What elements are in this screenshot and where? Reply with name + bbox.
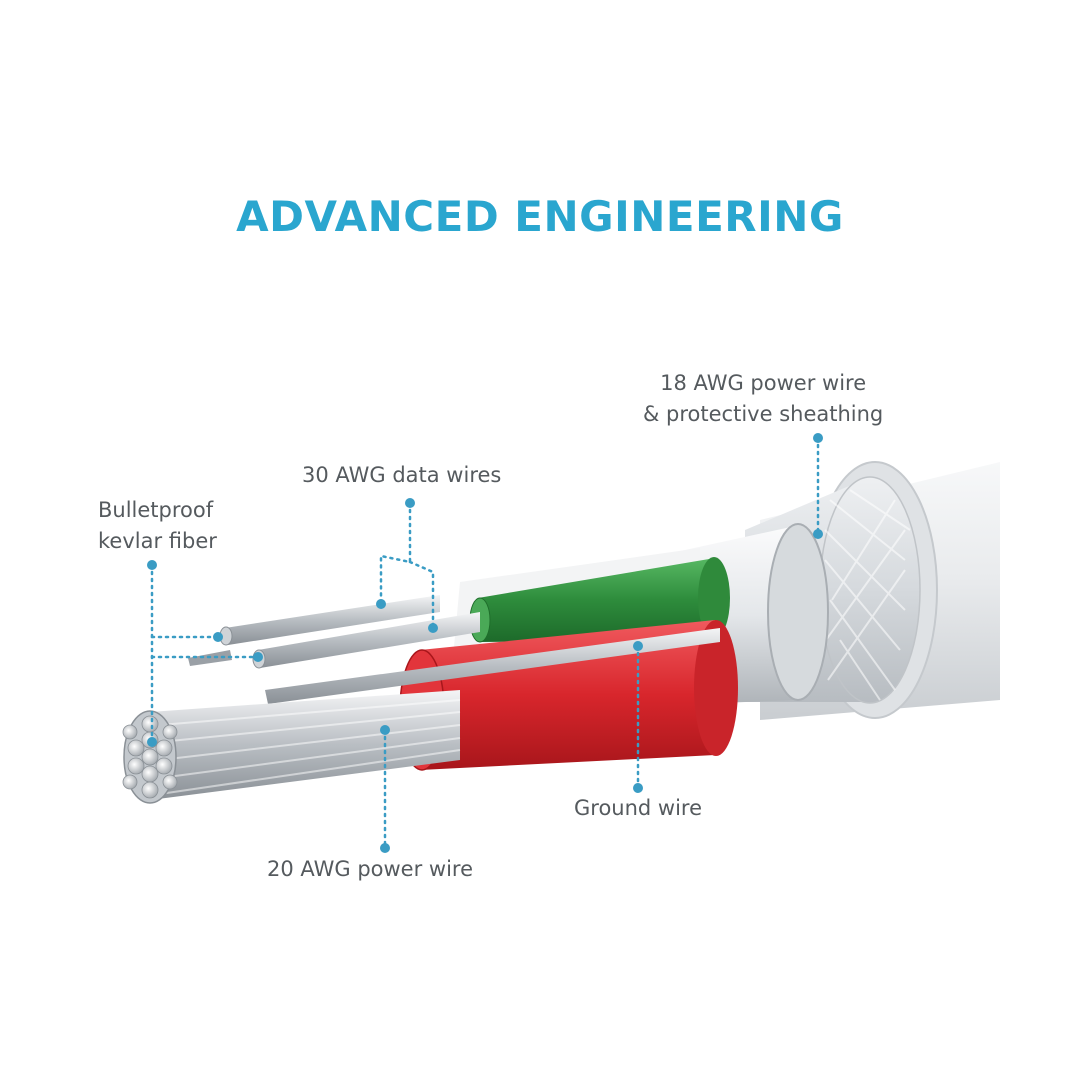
data-wire-dot-2: [428, 623, 438, 633]
label-sheathing: 18 AWG power wire & protective sheathing: [643, 368, 883, 430]
kevlar-dot-2: [253, 652, 263, 662]
callout-leader-lines: [150, 436, 820, 850]
ground-wire-conductor: [265, 628, 720, 704]
label-kevlar-line2: kevlar fiber: [98, 529, 217, 553]
power-wire-conductor: [122, 690, 461, 804]
data-wires-top-dot: [405, 498, 415, 508]
power-wire-end-dot: [380, 843, 390, 853]
sheathing-top-dot: [813, 433, 823, 443]
kevlar-top-dot: [147, 560, 157, 570]
ground-dot: [633, 641, 643, 651]
diagram-title: ADVANCED ENGINEERING: [236, 192, 844, 241]
label-sheathing-line2: & protective sheathing: [643, 402, 884, 426]
callout-dots: [147, 433, 823, 853]
ground-end-dot: [633, 783, 643, 793]
label-kevlar: Bulletproof kevlar fiber: [98, 495, 217, 557]
kevlar-end-dot: [147, 737, 157, 747]
kevlar-dot: [213, 632, 223, 642]
data-wire-dot-1: [376, 599, 386, 609]
power-wire-dot: [380, 725, 390, 735]
sheathing-dot: [813, 529, 823, 539]
label-kevlar-line1: Bulletproof: [98, 498, 214, 522]
label-data-wires: 30 AWG data wires: [302, 463, 502, 487]
label-sheathing-line1: 18 AWG power wire: [660, 371, 867, 395]
label-power-wire: 20 AWG power wire: [267, 857, 474, 881]
label-ground-wire: Ground wire: [574, 796, 703, 820]
